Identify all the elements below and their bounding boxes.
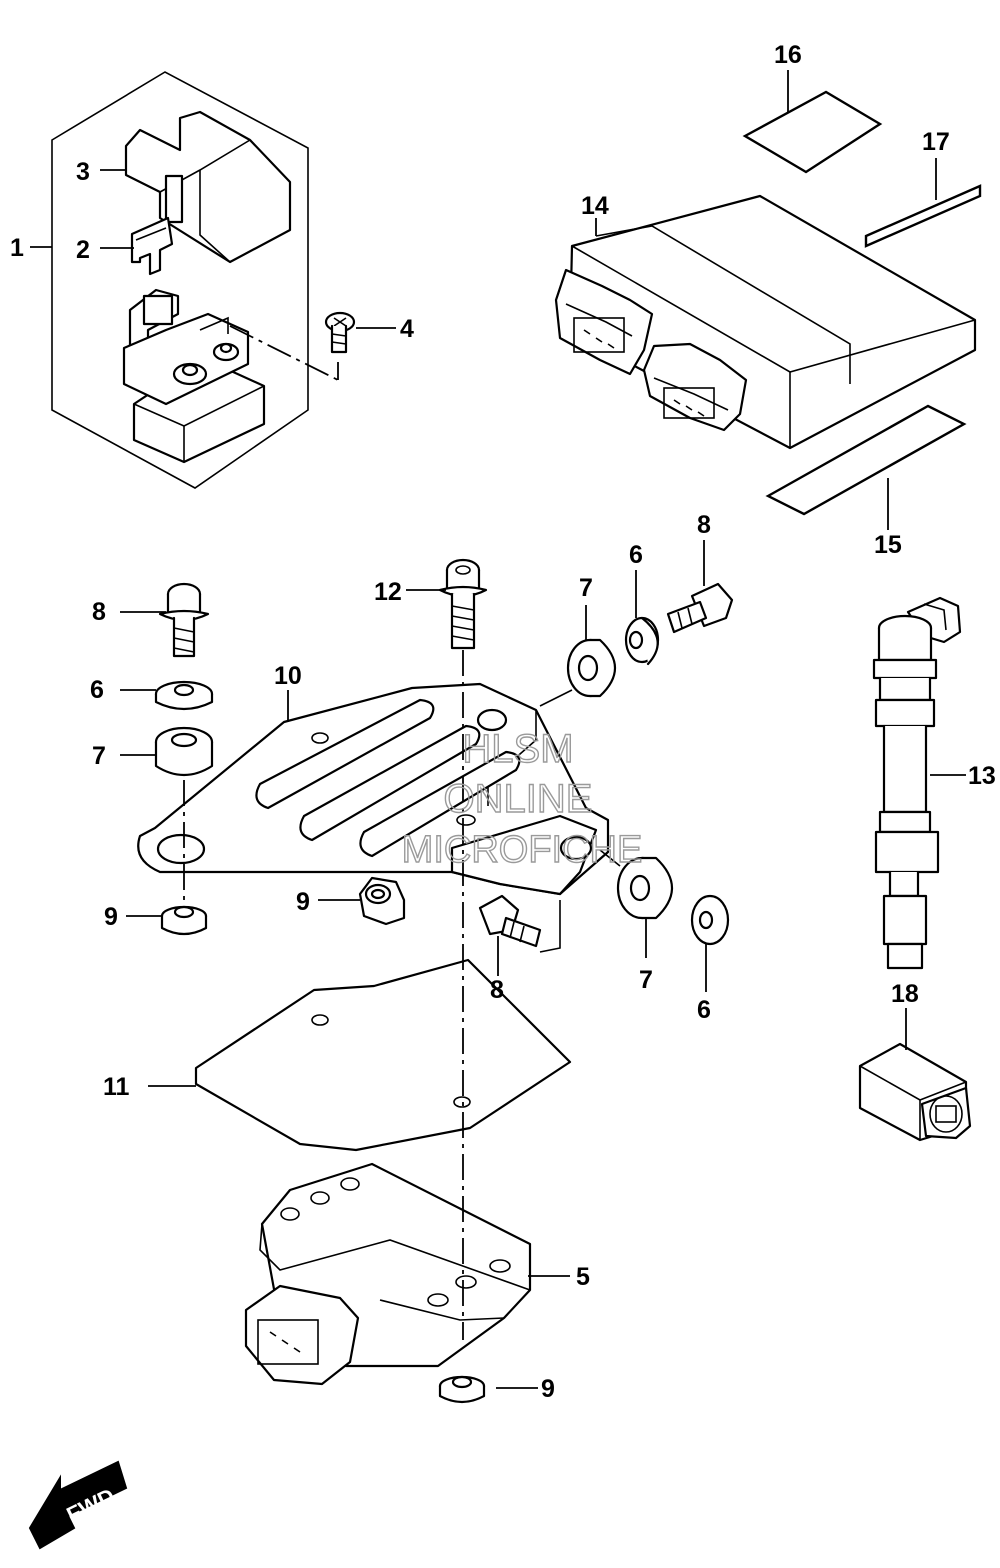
grommet-7-upper-part [566, 638, 616, 698]
grommet-7-lower-part [616, 856, 673, 920]
relay-assembly-group [51, 71, 356, 489]
screw-alignment-line [229, 325, 339, 381]
callout-10: 10 [274, 662, 302, 690]
callout-7-left: 7 [92, 742, 106, 770]
ignition-coil-part [872, 596, 962, 970]
nut-9-bottom-part [438, 1375, 486, 1404]
fwd-arrow-icon [28, 1460, 128, 1550]
callout-12: 12 [374, 578, 402, 606]
watermark: HLSM ONLINE MICROFICHE [401, 726, 643, 871]
callout-18: 18 [891, 980, 919, 1008]
callout-17: 17 [922, 128, 950, 156]
callout-8-lower: 8 [490, 976, 504, 1004]
starter-relay-part [122, 288, 266, 464]
regulator-part [244, 1162, 532, 1386]
callout-9-left: 9 [104, 903, 118, 931]
adhesive-strip-part [864, 184, 982, 248]
callout-13: 13 [968, 762, 996, 790]
adhesive-pad-part [742, 90, 883, 174]
fwd-direction-badge: FWD [28, 1460, 128, 1550]
insulator-plate-part [194, 958, 572, 1152]
bolt-12-part [438, 558, 488, 650]
callout-16: 16 [774, 41, 802, 69]
nut-9-center-part [358, 876, 406, 926]
callout-3: 3 [76, 158, 90, 186]
callout-1: 1 [10, 234, 24, 262]
washer-6-upper-part [624, 616, 660, 666]
callout-14: 14 [581, 192, 609, 220]
callout-9-center: 9 [296, 888, 310, 916]
callout-7-upper: 7 [579, 574, 593, 602]
callout-4: 4 [400, 315, 414, 343]
callout-8-upper: 8 [697, 511, 711, 539]
nut-9-left-part [160, 905, 208, 936]
callout-8-left: 8 [92, 598, 106, 626]
cushion-strip-part [765, 404, 967, 516]
bolt-8-left-part [158, 582, 210, 658]
watermark-line-3: MICROFICHE [402, 829, 643, 871]
coupler-part [858, 1042, 972, 1142]
callout-6-left: 6 [90, 676, 104, 704]
watermark-line-1: HLSM [462, 727, 573, 771]
callout-6-lower: 6 [697, 996, 711, 1024]
callout-9-bottom: 9 [541, 1375, 555, 1403]
watermark-line-2: ONLINE [444, 777, 593, 821]
relay-cover-part [124, 110, 292, 264]
washer-6-lower-part [690, 894, 730, 946]
assembly-frame [51, 71, 309, 489]
callout-labels: 1 2 3 4 5 6 6 6 7 7 7 8 8 8 9 9 9 10 11 … [10, 41, 996, 1403]
callout-6-upper: 6 [629, 541, 643, 569]
ecm-part [554, 194, 977, 450]
washer-6-left-part [154, 680, 214, 711]
grommet-7-left-part [154, 726, 214, 777]
leader-lines [30, 70, 966, 1389]
screw-part [324, 311, 356, 354]
callout-11: 11 [103, 1073, 130, 1101]
bolt-8-upper-part [666, 582, 734, 634]
callout-15: 15 [874, 531, 902, 559]
callout-5: 5 [576, 1263, 590, 1291]
bolt-8-lower-part [478, 894, 542, 948]
mounting-bracket-part [137, 682, 610, 896]
callout-2: 2 [76, 236, 90, 264]
fuse-part [130, 216, 174, 276]
callout-7-lower: 7 [639, 966, 653, 994]
